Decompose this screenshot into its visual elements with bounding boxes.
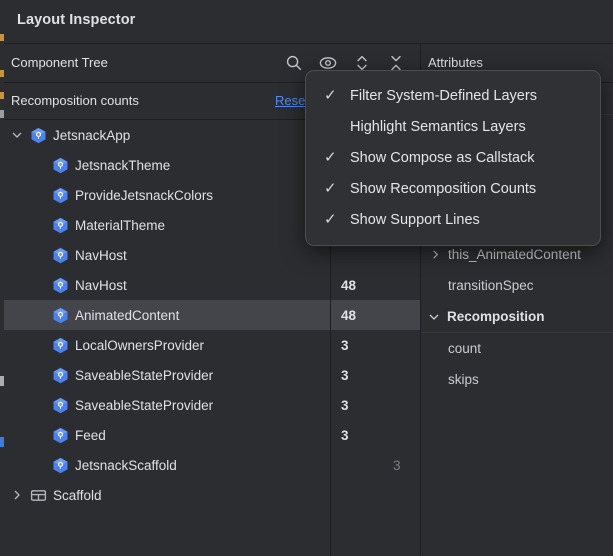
checkmark-icon: ✓ <box>324 87 337 104</box>
edge-marker-6 <box>0 437 4 447</box>
menu-item-label: Show Compose as Callstack <box>350 149 535 166</box>
tree-row-label: MaterialTheme <box>75 217 166 233</box>
tree-row[interactable]: SaveableStateProvider 3 <box>0 390 420 420</box>
tree-row-label: SaveableStateProvider <box>75 397 214 413</box>
tree-row[interactable]: MaterialTheme <box>0 210 420 240</box>
search-icon[interactable] <box>282 51 306 75</box>
view-layout-icon <box>30 487 47 504</box>
checkmark-icon: ✓ <box>324 211 337 228</box>
attribute-name: count <box>448 341 482 356</box>
attribute-group-row[interactable]: Recomposition <box>421 301 613 332</box>
edge-marker-4 <box>0 110 4 118</box>
tree-row-label: LocalOwnersProvider <box>75 337 205 353</box>
attribute-row[interactable]: count <box>421 333 613 364</box>
recomposition-count-value: 3 <box>341 337 349 353</box>
attribute-name: skips <box>448 372 479 387</box>
menu-item[interactable]: Highlight Semantics Layers <box>306 111 600 142</box>
tree-row[interactable]: ProvideJetsnackColors <box>0 180 420 210</box>
tree-row[interactable]: Scaffold <box>0 480 420 510</box>
tree-row[interactable]: NavHost 48 <box>0 270 420 300</box>
title-divider <box>0 43 613 44</box>
recomposition-count-value: 3 <box>341 397 349 413</box>
eye-icon[interactable] <box>316 51 340 75</box>
tree-row[interactable]: LocalOwnersProvider 3 <box>0 330 420 360</box>
attributes-header-label: Attributes <box>428 55 483 70</box>
menu-item-label: Show Recomposition Counts <box>350 180 537 197</box>
tree-row-label: JetsnackTheme <box>75 157 171 173</box>
attribute-row[interactable]: transitionSpec <box>421 270 613 301</box>
recomposition-count-value: 3 <box>341 427 349 443</box>
counts-column-divider <box>330 120 331 556</box>
compose-cube-icon <box>52 427 69 444</box>
attribute-group-separator <box>421 332 613 333</box>
tree-row[interactable]: JetsnackTheme <box>0 150 420 180</box>
recomposition-count-value: 3 <box>393 457 401 473</box>
checkmark-icon: ✓ <box>324 180 337 197</box>
recomposition-count-value: 3 <box>341 367 349 383</box>
recomposition-counts-label: Recomposition counts <box>11 93 139 108</box>
menu-item[interactable]: ✓ Show Compose as Callstack <box>306 142 600 173</box>
page-title: Layout Inspector <box>17 12 136 28</box>
menu-item-label: Show Support Lines <box>350 211 480 228</box>
tree-row[interactable]: NavHost <box>0 240 420 270</box>
compose-cube-icon <box>52 277 69 294</box>
compose-cube-icon <box>52 247 69 264</box>
title-bar: Layout Inspector <box>0 0 613 43</box>
edge-marker-strip <box>0 0 4 556</box>
tree-row-label: JetsnackScaffold <box>75 457 177 473</box>
edge-marker-5 <box>0 376 4 386</box>
menu-item-label: Filter System-Defined Layers <box>350 87 537 104</box>
compose-cube-icon <box>52 397 69 414</box>
compose-cube-icon <box>52 307 69 324</box>
tree-row-label: Feed <box>75 427 106 443</box>
tree-row-label: JetsnackApp <box>53 127 131 143</box>
menu-item[interactable]: ✓ Filter System-Defined Layers <box>306 80 600 111</box>
compose-cube-icon <box>52 367 69 384</box>
compose-cube-icon <box>30 127 47 144</box>
edge-marker-1 <box>0 34 4 41</box>
tree-row[interactable]: Feed 3 <box>0 420 420 450</box>
menu-item-label: Highlight Semantics Layers <box>350 118 526 135</box>
panel-divider <box>420 44 421 556</box>
checkmark-icon: ✓ <box>324 149 337 166</box>
attribute-name: transitionSpec <box>448 278 534 293</box>
attribute-row[interactable]: this_AnimatedContent <box>421 239 613 270</box>
attribute-row[interactable]: skips <box>421 364 613 395</box>
tree-row-label: ProvideJetsnackColors <box>75 187 214 203</box>
compose-cube-icon <box>52 187 69 204</box>
tree-row[interactable]: AnimatedContent 48 <box>0 300 420 330</box>
compose-cube-icon <box>52 217 69 234</box>
edge-marker-3 <box>0 92 4 99</box>
component-tree-header-label: Component Tree <box>11 55 108 70</box>
recomposition-count-value: 48 <box>341 277 357 293</box>
tree-row-label: NavHost <box>75 247 127 263</box>
compose-cube-icon <box>52 157 69 174</box>
recomposition-bar-divider <box>0 119 420 120</box>
menu-item[interactable]: ✓ Show Support Lines <box>306 204 600 235</box>
tree-row-label: Scaffold <box>53 487 102 503</box>
tree-row[interactable]: SaveableStateProvider 3 <box>0 360 420 390</box>
recomposition-count-value: 48 <box>341 307 357 323</box>
chevron-right-icon[interactable] <box>429 249 441 261</box>
compose-cube-icon <box>52 457 69 474</box>
reset-counts-link[interactable]: Reset <box>275 93 309 108</box>
tree-row-label: AnimatedContent <box>75 307 180 323</box>
collapse-vertical-icon[interactable] <box>384 51 408 75</box>
compose-cube-icon <box>52 337 69 354</box>
tree-row-label: SaveableStateProvider <box>75 367 214 383</box>
edge-marker-2 <box>0 70 4 77</box>
chevron-right-icon[interactable] <box>9 487 25 503</box>
chevron-down-icon[interactable] <box>9 127 25 143</box>
tree-row[interactable]: JetsnackApp <box>0 120 420 150</box>
menu-item[interactable]: ✓ Show Recomposition Counts <box>306 173 600 204</box>
attribute-group-label: Recomposition <box>447 309 545 324</box>
tree-row[interactable]: JetsnackScaffold 3 <box>0 450 420 480</box>
expand-vertical-icon[interactable] <box>350 51 374 75</box>
attribute-name: this_AnimatedContent <box>448 247 581 262</box>
chevron-down-icon[interactable] <box>427 310 441 324</box>
tree-row-label: NavHost <box>75 277 127 293</box>
